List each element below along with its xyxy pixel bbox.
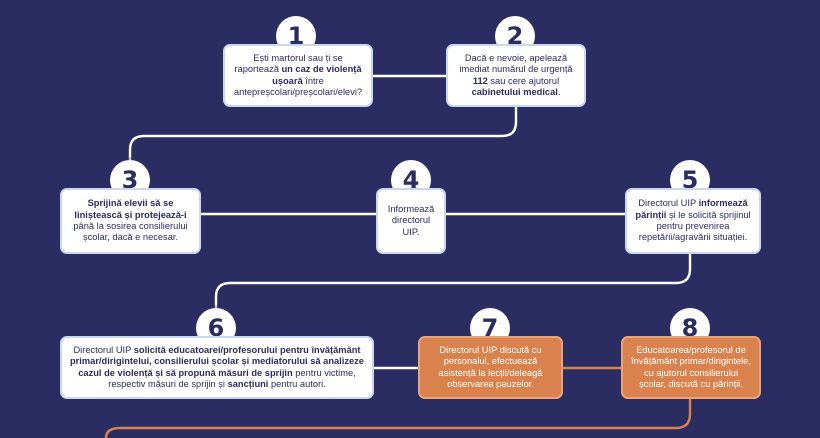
step-1-text-run: un caz de violență ușoară	[272, 64, 362, 86]
step-6-text-run: pentru victime, respectiv măsuri de spri…	[108, 367, 356, 389]
step-2-text-run: cabinetului medical	[471, 86, 558, 97]
step-3-text-run: Sprijină elevii să se liniștească și pro…	[74, 198, 187, 220]
step-1-text: Ești martorul sau ți se raportează un ca…	[233, 53, 363, 99]
step-5-box: Directorul UIP informează părinții și le…	[625, 188, 761, 254]
step-4-text-run: Informează directorul UIP.	[387, 203, 435, 237]
step-3-text-run: până la sosirea consilierului școlar, da…	[73, 221, 188, 243]
step-2-text-run: sau cere ajutorul	[487, 75, 560, 86]
connector-8-next	[104, 399, 692, 438]
step-6-box: Directorul UIP solicită educatoarei/prof…	[60, 336, 374, 399]
step-1-text-run: între antepreșcolari/preșcolari/elevi?	[233, 75, 363, 97]
step-5-text-run: informează părinții	[635, 198, 748, 220]
step-7-box: Directorul UIP discută cu personalul, ef…	[418, 336, 563, 399]
step-6-text-run: Directorul UIP	[73, 344, 134, 355]
step-5-text-run: și le solicită sprijinul pentru prevenir…	[638, 209, 751, 243]
step-8-text: Educatoarea/profesorul de învățământ pri…	[631, 345, 751, 391]
step-2-text-run: 112	[472, 75, 488, 86]
step-8-box: Educatoarea/profesorul de învățământ pri…	[621, 336, 761, 399]
step-7-text-run: Directorul UIP discută cu personalul, ef…	[438, 344, 543, 389]
step-1-text-run: Ești martorul sau ți se raportează	[234, 52, 343, 75]
step-6-text-run: pentru autori.	[268, 378, 326, 389]
step-1-box: Ești martorul sau ți se raportează un ca…	[223, 44, 373, 107]
step-7-text: Directorul UIP discută cu personalul, ef…	[428, 345, 553, 391]
step-4-text: Informează directorul UIP.	[386, 204, 436, 238]
connector-2-3	[128, 107, 518, 160]
step-8-text-run: Educatoarea/profesorul de învățământ pri…	[631, 344, 751, 389]
step-4-box: Informează directorul UIP.	[376, 188, 446, 254]
step-6-text-run: sancțiuni	[227, 378, 269, 389]
step-3-box: Sprijină elevii să se liniștească și pro…	[60, 188, 201, 254]
connector-5-6	[214, 254, 692, 308]
step-2-text: Dacă e nevoie, apelează imediat numărul …	[456, 53, 576, 99]
step-3-text: Sprijină elevii să se liniștească și pro…	[70, 198, 191, 244]
step-5-text-run: Directorul UIP	[638, 198, 699, 209]
step-6-text-run: solicită educatoarei/profesorului pentru…	[70, 344, 364, 378]
step-2-text-run: Dacă e nevoie, apelează imediat numărul …	[459, 52, 573, 75]
step-2-box: Dacă e nevoie, apelează imediat numărul …	[446, 44, 586, 107]
step-2-text-run: .	[557, 86, 561, 97]
step-5-text: Directorul UIP informează părinții și le…	[635, 198, 751, 244]
step-6-text: Directorul UIP solicită educatoarei/prof…	[70, 345, 364, 391]
